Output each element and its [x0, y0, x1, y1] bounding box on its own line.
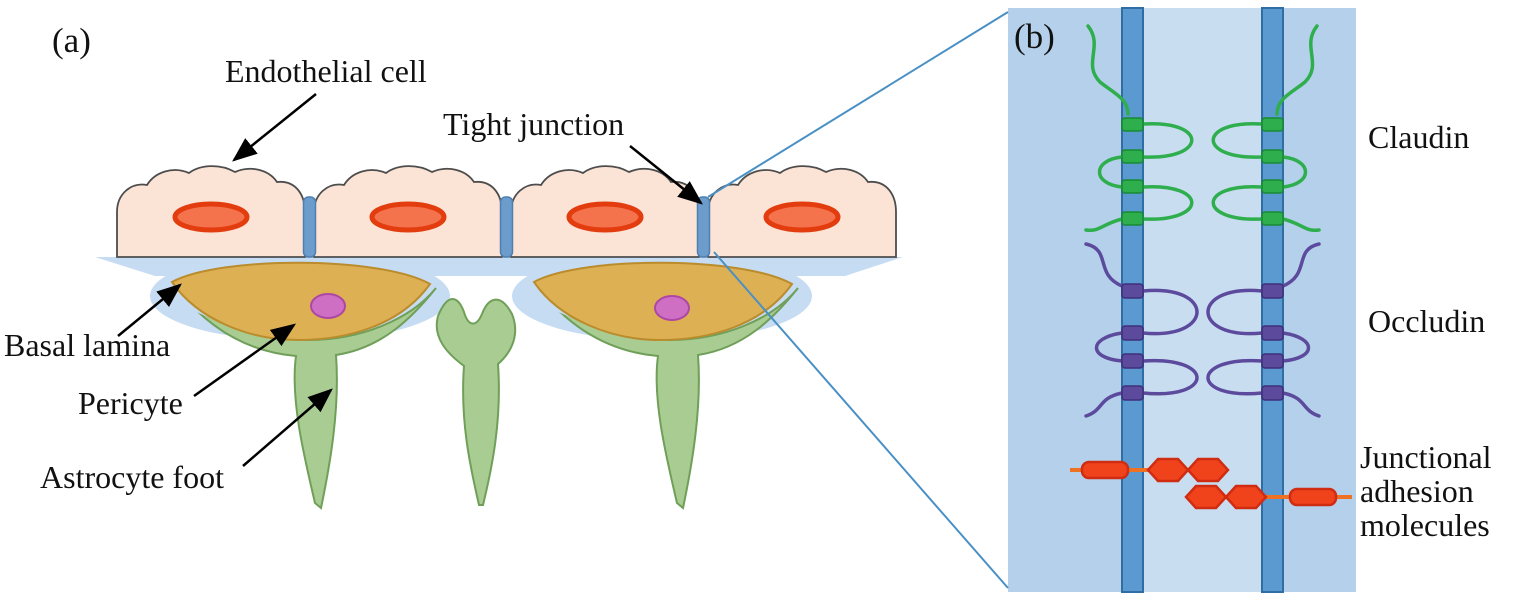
endothelial-cell-arrow: [232, 93, 317, 162]
panel-b-inset: [1008, 7, 1356, 593]
tight-junction-bar: [302, 196, 317, 258]
panel-b-labels: (b) Claudin Occludin Junctional adhesion…: [1014, 17, 1492, 543]
right-cell-membrane: [1261, 7, 1284, 593]
endothelial-nucleus: [369, 201, 447, 233]
panel-a-overview: [95, 165, 903, 510]
endothelial-nucleus: [172, 201, 250, 233]
jam-molecules: [1070, 457, 1352, 510]
jam-label-line1: Junctional: [1360, 439, 1492, 475]
basal-lamina-arrow: [117, 283, 182, 337]
endothelial-cell-label: Endothelial cell: [225, 53, 427, 89]
panel-a-labels: (a) Endothelial cell Tight junction Basa…: [4, 21, 703, 495]
claudin-label: Claudin: [1368, 119, 1469, 155]
basal-lamina-label: Basal lamina: [4, 327, 170, 363]
pericyte-left: [170, 261, 432, 342]
tight-junction-bar: [696, 196, 711, 258]
occludin-molecules: [1084, 242, 1321, 418]
pericyte-label: Pericyte: [78, 385, 183, 421]
endothelial-nucleus: [566, 201, 644, 233]
jam-label-line3: molecules: [1360, 507, 1490, 543]
jam-label-line2: adhesion: [1360, 473, 1474, 509]
claudin-molecules: [1084, 24, 1321, 233]
tight-junction-label: Tight junction: [443, 106, 624, 142]
zoom-connector-top: [707, 11, 1009, 198]
zoom-connector-bottom: [713, 251, 1009, 589]
pericyte-nucleus-right: [654, 295, 690, 321]
astrocyte-foot-middle: [435, 298, 517, 506]
panel-a-label: (a): [52, 21, 91, 60]
tight-junction-bar: [499, 196, 514, 258]
panel-b-label: (b): [1014, 17, 1055, 56]
pericyte-arrow: [193, 323, 297, 398]
endothelial-nucleus: [763, 201, 841, 233]
astrocyte-foot-arrow: [242, 388, 333, 467]
occludin-label: Occludin: [1368, 303, 1485, 339]
pericyte-nucleus-left: [310, 293, 346, 319]
astrocyte-foot-label: Astrocyte foot: [40, 459, 224, 495]
left-cell-membrane: [1121, 7, 1144, 593]
tight-junction-arrow: [629, 145, 703, 205]
